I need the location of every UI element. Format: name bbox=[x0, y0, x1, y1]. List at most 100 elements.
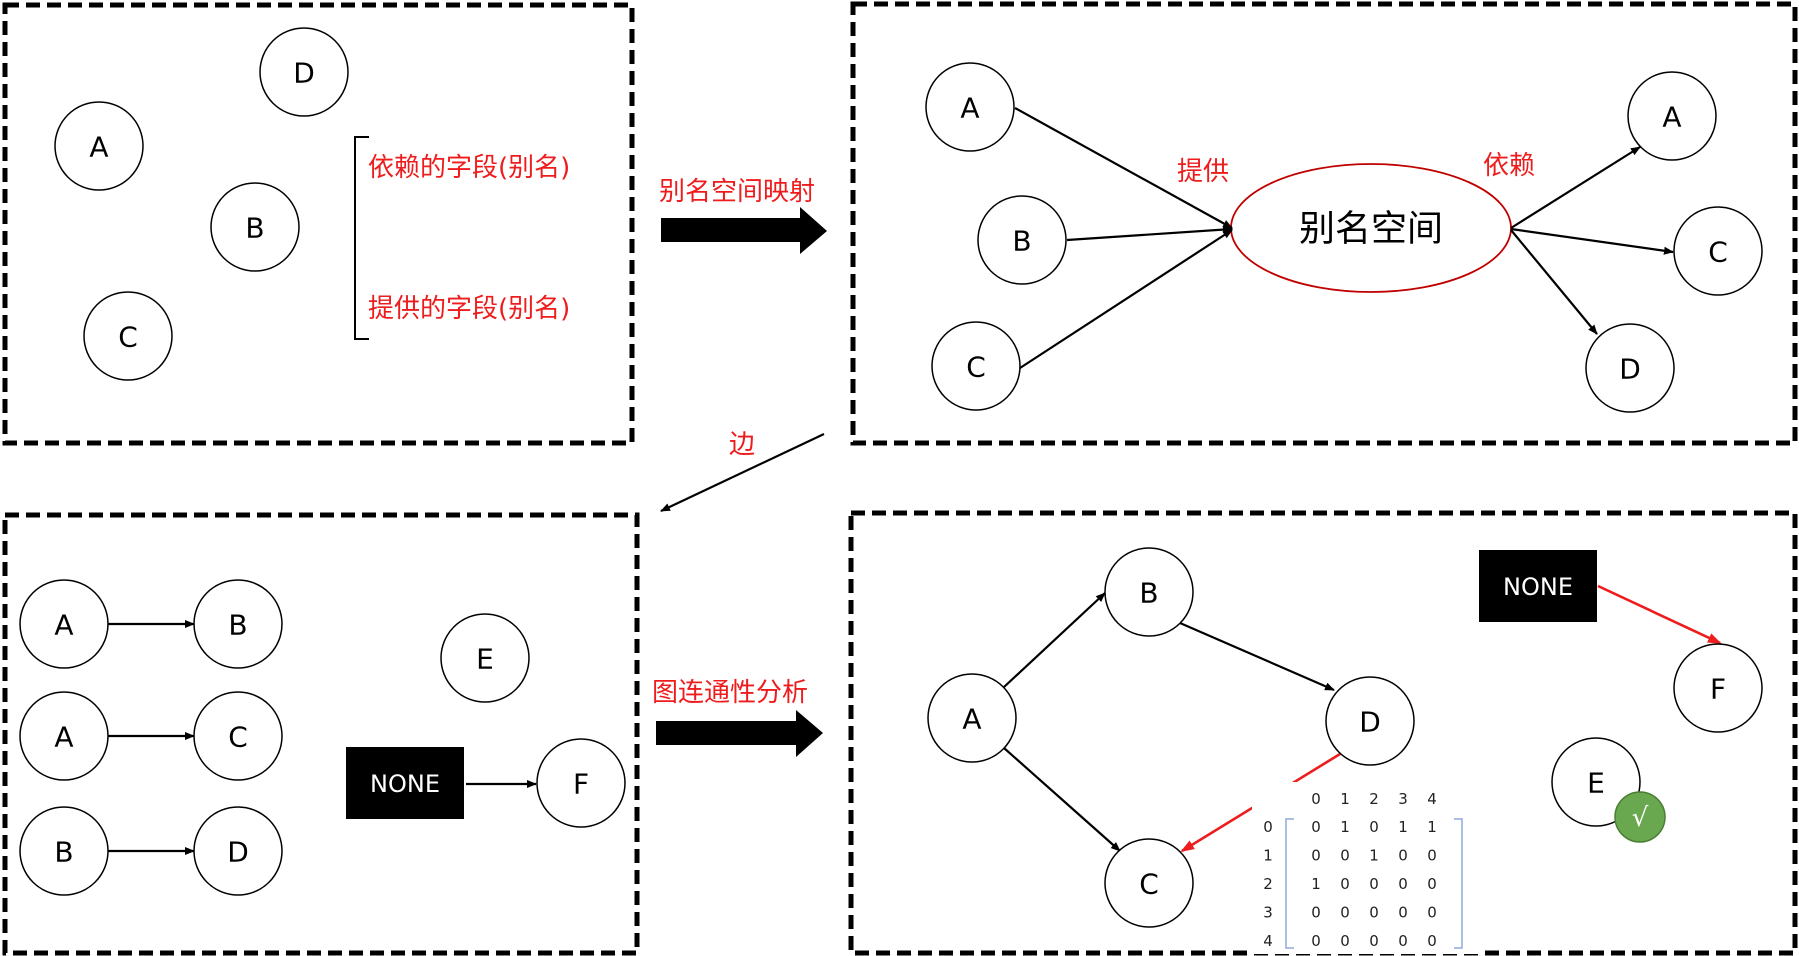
svg-text:D: D bbox=[293, 57, 315, 90]
node-b: B bbox=[977, 195, 1067, 285]
svg-text:A: A bbox=[962, 703, 981, 736]
panel-edges bbox=[2, 512, 640, 956]
svg-text:A: A bbox=[54, 721, 73, 754]
svg-text:B: B bbox=[1012, 225, 1031, 258]
svg-text:C: C bbox=[1139, 868, 1159, 901]
alias-space-label: 别名空间 bbox=[1299, 209, 1443, 250]
provide-label: 提供 bbox=[1177, 157, 1229, 187]
matrix-col-header: 2 bbox=[1369, 790, 1379, 808]
check-badge: √ bbox=[1614, 791, 1666, 843]
matrix-cell: 1 bbox=[1398, 818, 1408, 836]
matrix-row-header: 1 bbox=[1263, 847, 1273, 865]
matrix-cell: 0 bbox=[1369, 818, 1379, 836]
none-box: NONE bbox=[1479, 550, 1597, 622]
matrix-cell: 0 bbox=[1311, 818, 1321, 836]
svg-text:B: B bbox=[54, 836, 73, 869]
edge-step-label: 边 bbox=[729, 430, 755, 460]
matrix-cell: 0 bbox=[1340, 932, 1350, 950]
matrix-cell: 0 bbox=[1311, 904, 1321, 922]
node-d: D bbox=[1585, 323, 1675, 413]
svg-text:D: D bbox=[1619, 353, 1641, 386]
node-c: C bbox=[1104, 838, 1194, 928]
node-b: B bbox=[19, 806, 109, 896]
svg-text:E: E bbox=[476, 643, 494, 676]
alias-mapping-label: 别名空间映射 bbox=[659, 177, 815, 207]
matrix-cell: 0 bbox=[1340, 904, 1350, 922]
matrix-row-header: 2 bbox=[1263, 875, 1273, 893]
matrix-cell: 0 bbox=[1398, 904, 1408, 922]
node-a: A bbox=[19, 579, 109, 669]
matrix-cell: 0 bbox=[1369, 904, 1379, 922]
matrix-row-header: 3 bbox=[1263, 904, 1273, 922]
matrix-cell: 0 bbox=[1369, 932, 1379, 950]
edge-a-c bbox=[1003, 747, 1121, 852]
matrix-cell: 1 bbox=[1311, 875, 1321, 893]
panel-alias-space bbox=[850, 1, 1798, 446]
svg-text:B: B bbox=[228, 609, 247, 642]
edge-a-to-alias bbox=[1014, 107, 1233, 229]
node-a: A bbox=[927, 673, 1017, 763]
node-c: C bbox=[1673, 206, 1763, 296]
node-f: F bbox=[536, 738, 626, 828]
matrix-row-header: 4 bbox=[1263, 932, 1273, 950]
node-c: C bbox=[193, 691, 283, 781]
node-b: B bbox=[193, 579, 283, 669]
node-a: A bbox=[925, 62, 1015, 152]
svg-text:A: A bbox=[1662, 101, 1681, 134]
svg-text:A: A bbox=[960, 92, 979, 125]
matrix-cell: 1 bbox=[1427, 818, 1437, 836]
edge-c-to-alias bbox=[1019, 229, 1233, 369]
matrix-row-header: 0 bbox=[1263, 818, 1273, 836]
matrix-cell: 1 bbox=[1340, 818, 1350, 836]
alias-mapping-arrow bbox=[661, 207, 827, 254]
connectivity-analysis-label: 图连通性分析 bbox=[652, 678, 808, 708]
node-d: D bbox=[1325, 676, 1415, 766]
matrix-cell: 0 bbox=[1398, 875, 1408, 893]
matrix-cell: 0 bbox=[1398, 847, 1408, 865]
svg-text:C: C bbox=[1708, 236, 1728, 269]
node-d: D bbox=[259, 27, 349, 117]
connectivity-analysis-arrow bbox=[656, 710, 823, 757]
svg-text:D: D bbox=[1359, 706, 1381, 739]
node-f: F bbox=[1673, 643, 1763, 733]
matrix-col-header: 1 bbox=[1340, 790, 1350, 808]
edge-alias-to-d bbox=[1510, 229, 1598, 335]
node-a: A bbox=[19, 691, 109, 781]
panel-fields bbox=[2, 2, 635, 446]
edge-alias-to-c bbox=[1510, 227, 1674, 255]
matrix-cell: 0 bbox=[1427, 875, 1437, 893]
matrix-col-header: 3 bbox=[1398, 790, 1408, 808]
node-c: C bbox=[931, 321, 1021, 411]
depend-label: 依赖 bbox=[1483, 151, 1535, 181]
edge-b-d bbox=[1179, 621, 1335, 692]
matrix-col-header: 0 bbox=[1311, 790, 1321, 808]
matrix-cell: 0 bbox=[1427, 904, 1437, 922]
svg-text:D: D bbox=[227, 836, 249, 869]
node-e: E bbox=[440, 613, 530, 703]
node-a: A bbox=[54, 101, 144, 191]
svg-text:C: C bbox=[118, 321, 138, 354]
node-b: B bbox=[210, 182, 300, 272]
svg-text:√: √ bbox=[1632, 803, 1649, 833]
edge-b-to-alias bbox=[1066, 225, 1233, 242]
matrix-col-header: 4 bbox=[1427, 790, 1437, 808]
edge-step-arrow bbox=[660, 433, 825, 512]
matrix-cell: 0 bbox=[1369, 875, 1379, 893]
matrix-cell: 0 bbox=[1311, 847, 1321, 865]
svg-text:A: A bbox=[54, 609, 73, 642]
none-box: NONE bbox=[346, 747, 464, 819]
matrix-cell: 0 bbox=[1427, 932, 1437, 950]
node-c: C bbox=[83, 291, 173, 381]
matrix-cell: 0 bbox=[1398, 932, 1408, 950]
node-b: B bbox=[1104, 547, 1194, 637]
node-d: D bbox=[193, 806, 283, 896]
edge-alias-to-a bbox=[1510, 146, 1641, 229]
dependent-fields-label: 依赖的字段(别名) bbox=[368, 153, 570, 183]
svg-text:B: B bbox=[1139, 577, 1158, 610]
matrix-cell: 1 bbox=[1369, 847, 1379, 865]
svg-text:NONE: NONE bbox=[370, 770, 440, 798]
svg-text:B: B bbox=[245, 212, 264, 245]
svg-text:NONE: NONE bbox=[1503, 573, 1573, 601]
